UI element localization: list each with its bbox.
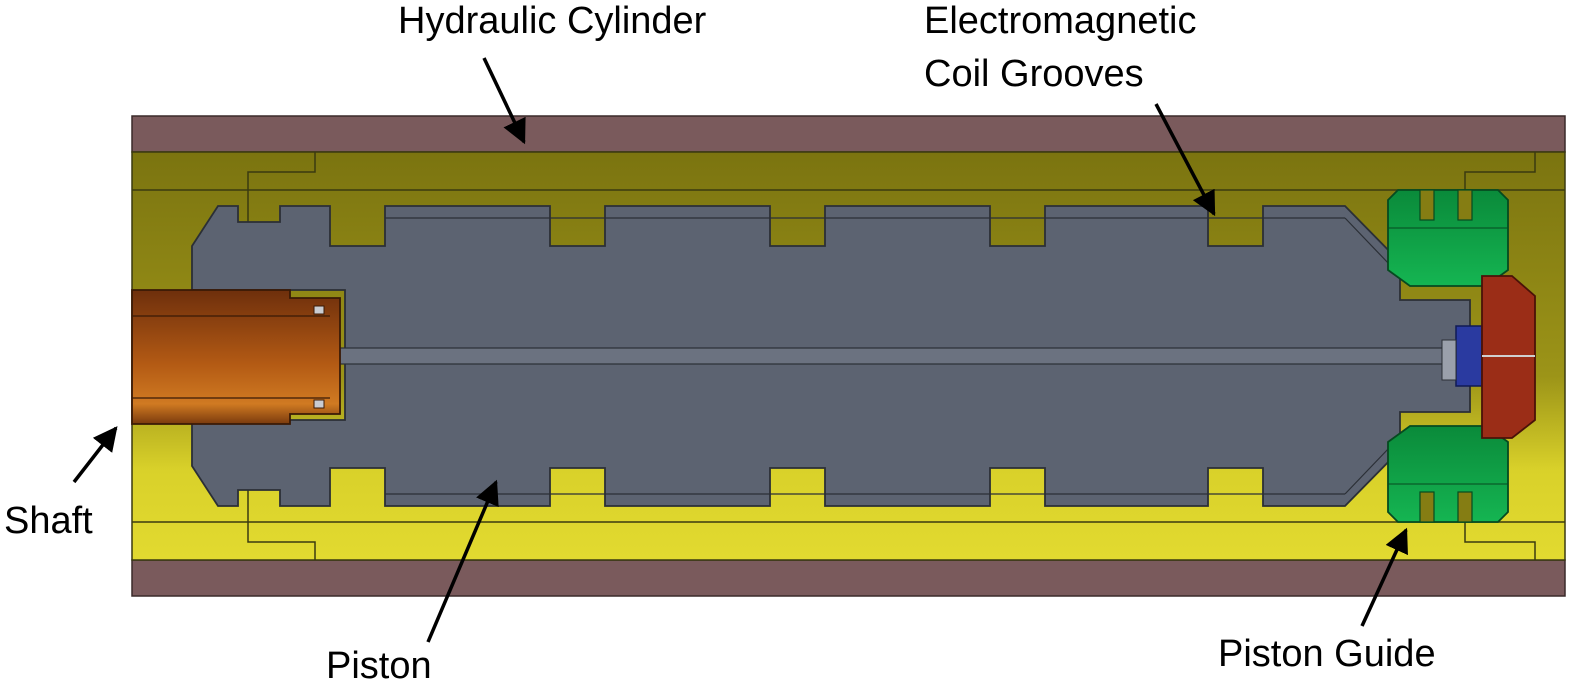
label-coil-grooves-line2: Coil Grooves	[924, 53, 1144, 95]
arrow-piston-guide	[1360, 527, 1408, 627]
arrow-shaft	[72, 426, 118, 484]
arrow-hydraulic-cylinder	[482, 57, 526, 145]
piston-guide-top	[1387, 189, 1509, 287]
label-hydraulic-cylinder: Hydraulic Cylinder	[398, 0, 707, 42]
piston-center-bore	[334, 347, 1446, 365]
label-piston-guide: Piston Guide	[1218, 633, 1436, 675]
cylinder-wall-bottom	[131, 559, 1566, 597]
cylinder-wall-top	[131, 115, 1566, 153]
label-shaft: Shaft	[4, 500, 93, 542]
label-piston: Piston	[326, 645, 432, 686]
piston-guide-bottom	[1387, 425, 1509, 523]
arrow-piston	[426, 479, 499, 643]
label-coil-grooves-line1: Electromagnetic	[924, 0, 1196, 42]
end-fitting	[1455, 325, 1483, 387]
shaft-body	[131, 289, 341, 425]
arrow-coil-grooves	[1154, 103, 1216, 217]
